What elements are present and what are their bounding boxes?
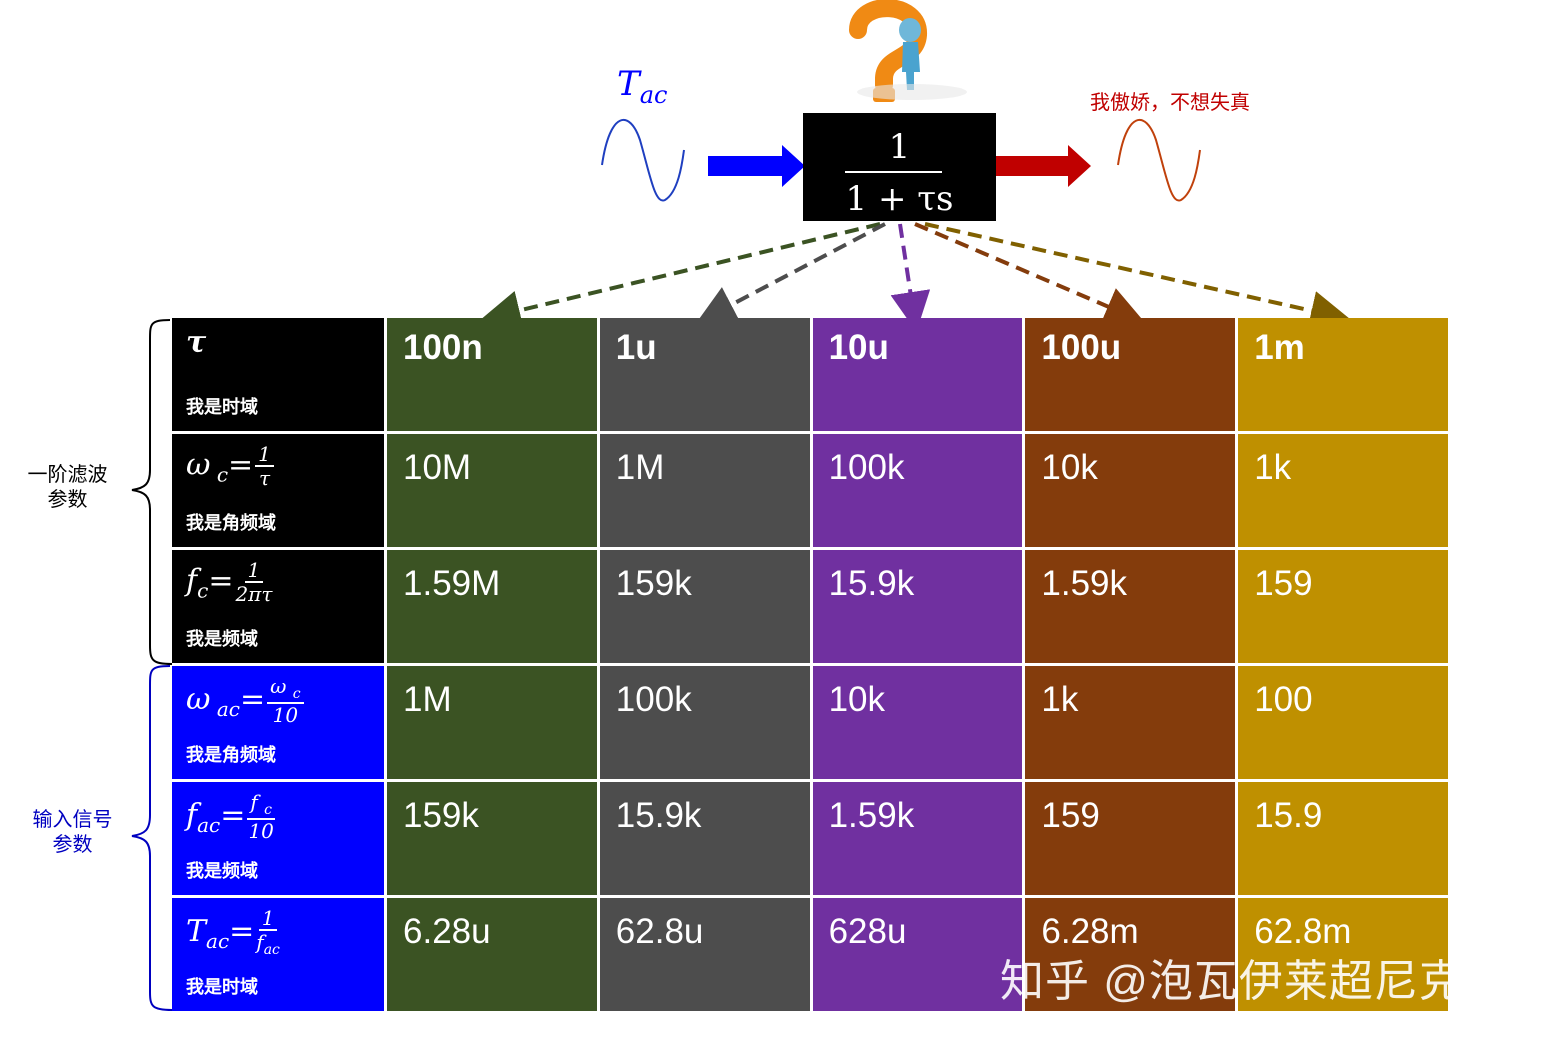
tau-formula: τ: [186, 325, 207, 360]
table-cell: 159: [1238, 550, 1448, 663]
output-arrow: [996, 145, 1091, 187]
table-cell: 100u: [1025, 318, 1236, 431]
table-cell: 62.8m: [1238, 898, 1448, 1011]
table-cell: 62.8u: [599, 898, 810, 1011]
table-cell: 1M: [387, 666, 597, 779]
table-cell: 10M: [387, 434, 597, 547]
table-cell: 10k: [1025, 434, 1236, 547]
table-cell: 100k: [599, 666, 810, 779]
connector-arrow-100n: [480, 222, 881, 330]
connector-arrow-1m: [924, 222, 1351, 331]
filter-params-brace: [131, 319, 173, 665]
input-params-label: 输入信号 参数: [32, 809, 113, 856]
table-cell: 1.59k: [1025, 550, 1236, 663]
tf-numerator: 1: [888, 127, 911, 167]
table-cell: 1M: [599, 434, 810, 547]
row-header-sub: 我是频域: [186, 629, 258, 649]
tf-fraction-bar: [845, 171, 942, 173]
transfer-function-box: 1 1 + τs: [803, 113, 996, 221]
table-cell: 15.9k: [599, 782, 810, 895]
filter-params-label: 一阶滤波 参数: [27, 464, 108, 511]
row-header-sub: 我是频域: [186, 861, 258, 881]
table-cell: 100: [1238, 666, 1448, 779]
connector-arrow-10u: [890, 223, 931, 332]
table-cell: 159: [1025, 782, 1236, 895]
input-arrow: [708, 145, 805, 187]
input-sine-wave: [601, 119, 685, 202]
table-cell: 15.9k: [812, 550, 1023, 663]
row-header-sub: 我是角频域: [186, 513, 276, 533]
table-cell: 100k: [812, 434, 1023, 547]
row-header-sub: 我是时域: [186, 397, 258, 417]
row-header-tau: τ 我是时域: [172, 318, 384, 431]
watermark: 知乎 @泡瓦伊莱超尼克斯: [1000, 957, 1509, 1006]
table-cell: 6.28u: [387, 898, 597, 1011]
input-signal-label: Tac: [617, 64, 668, 109]
question-figure-icon: [849, 0, 967, 102]
table-cell: 100n: [387, 318, 597, 431]
table-cell: 1.59k: [812, 782, 1023, 895]
row-header-sub: 我是角频域: [186, 745, 276, 765]
table-cell: 1k: [1238, 434, 1448, 547]
table-cell: 628u: [812, 898, 1023, 1011]
output-note: 我傲娇，不想失真: [1090, 92, 1250, 114]
table-cell: 1.59M: [387, 550, 597, 663]
output-sine-wave: [1117, 119, 1201, 202]
table-cell: 1k: [1025, 666, 1236, 779]
table-cell: 159k: [387, 782, 597, 895]
table-cell: 10k: [812, 666, 1023, 779]
row-header-sub: 我是时域: [186, 977, 258, 997]
table-cell: 6.28m: [1025, 898, 1236, 1011]
table-cell: 159k: [599, 550, 810, 663]
table-cell: 15.9: [1238, 782, 1448, 895]
table-cell: 1m: [1238, 318, 1448, 431]
connector-arrow-1u: [695, 222, 886, 324]
table-cell: 10u: [812, 318, 1023, 431]
tf-denominator: 1 + τs: [845, 179, 954, 219]
connector-arrow-100u: [914, 222, 1145, 325]
table-cell: 1u: [599, 318, 810, 431]
input-params-brace: [131, 665, 173, 1011]
